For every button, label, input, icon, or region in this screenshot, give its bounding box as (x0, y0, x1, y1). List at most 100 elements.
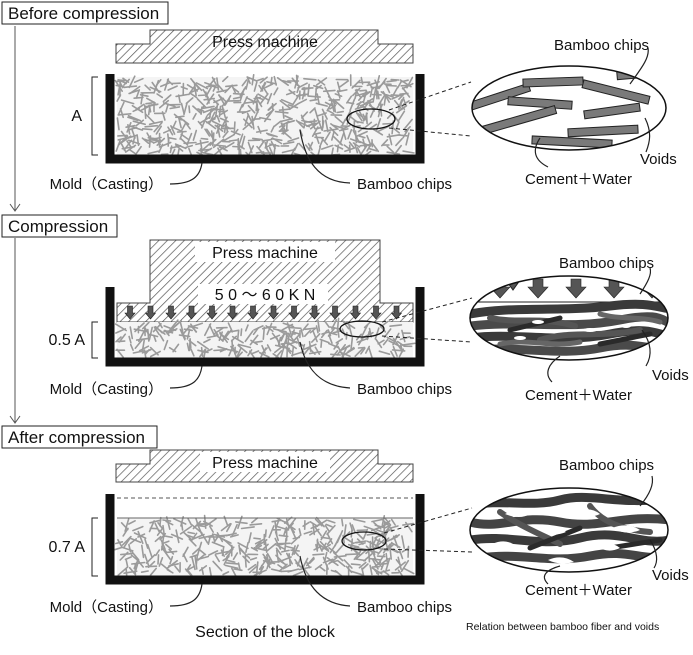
bamboo-chip (387, 81, 396, 82)
bamboo-chip (202, 348, 203, 357)
bamboo-chip (281, 571, 291, 572)
chips-label: Bamboo chips (357, 599, 452, 616)
height-bracket (92, 77, 98, 155)
bamboo-chip (252, 119, 260, 120)
bamboo-chip (201, 139, 207, 140)
relation-caption: Relation between bamboo fiber and voids (466, 621, 659, 633)
mold-leader (170, 366, 202, 388)
bamboo-chip (199, 149, 210, 150)
detail-chips-label: Bamboo chips (559, 255, 654, 272)
bamboo-chip (359, 348, 365, 349)
chips-label: Bamboo chips (357, 176, 452, 193)
height-bracket (92, 518, 98, 576)
bamboo-chip (321, 341, 322, 348)
bamboo-chip (233, 147, 242, 148)
bamboo-chip (149, 140, 162, 141)
height-label: A (71, 108, 82, 125)
mold-label: Mold（Casting） (50, 176, 163, 193)
bamboo-chip (245, 556, 246, 567)
detail-before: Bamboo chips Voids Cement＋Water (461, 37, 676, 188)
bamboo-chip (250, 524, 261, 525)
bamboo-chip (356, 131, 357, 143)
bamboo-chip (289, 328, 301, 329)
bamboo-chip (304, 79, 316, 80)
bamboo-chip (293, 538, 299, 539)
stage-compression: Compression Press machine 5 0 ～ 6 0 K N … (2, 215, 689, 404)
bamboo-chip (292, 347, 293, 356)
bamboo-chip (280, 109, 291, 110)
bamboo-chip (337, 112, 343, 113)
detail-chips-label: Bamboo chips (559, 457, 654, 474)
bamboo-chip (346, 333, 347, 339)
mold-leader (170, 584, 202, 606)
bamboo-chip (176, 116, 184, 117)
bamboo-chip (118, 114, 131, 115)
bamboo-chip (241, 329, 242, 335)
bamboo-chip (313, 554, 324, 555)
press-machine-label: Press machine (212, 455, 318, 472)
bamboo-chip (367, 113, 368, 123)
detail-chips-label: Bamboo chips (554, 37, 649, 54)
bamboo-chip (305, 328, 315, 329)
bamboo-chip (308, 84, 309, 95)
mold-leader (170, 163, 202, 184)
detail-voids-label: Voids (652, 567, 689, 584)
bamboo-chip (238, 331, 239, 339)
bamboo-chip (254, 538, 260, 539)
stage-title: Compression (8, 217, 108, 236)
bamboo-chip (388, 86, 397, 87)
bamboo-chip (146, 103, 152, 104)
bamboo-chip (199, 95, 207, 96)
press-machine-label: Press machine (212, 245, 318, 262)
detail-cement-label: Cement＋Water (525, 171, 632, 188)
bamboo-chip (121, 554, 133, 555)
bamboo-chip (352, 564, 361, 565)
bamboo-chip (190, 339, 191, 348)
bamboo-chip (227, 563, 238, 564)
height-label: 0.7 A (49, 539, 86, 556)
press-machine-label: Press machine (212, 34, 318, 51)
stage-title: Before compression (8, 4, 159, 23)
detail-compression: Bamboo chips Voids Cement＋Water (468, 255, 689, 404)
bamboo-chip (271, 78, 272, 84)
bamboo-chip (158, 555, 159, 564)
bamboo-chip (118, 135, 127, 136)
bamboo-chip (360, 90, 366, 91)
bamboo-chip (386, 554, 387, 562)
detail-voids-label: Voids (640, 151, 677, 168)
chips-label: Bamboo chips (357, 381, 452, 398)
bamboo-chip (214, 350, 225, 351)
bamboo-chip (266, 530, 267, 537)
bamboo-chip (234, 122, 235, 131)
bamboo-chip (342, 520, 343, 526)
force-label: 5 0 ～ 6 0 K N (215, 287, 316, 304)
bamboo-chip (283, 107, 284, 118)
bamboo-chip (146, 566, 157, 567)
stage-title: After compression (8, 428, 145, 447)
section-caption: Section of the block (195, 624, 336, 641)
bamboo-chip (230, 140, 238, 141)
height-label: 0.5 A (49, 332, 86, 349)
detail-after: Bamboo chips Voids Cement＋Water (470, 457, 689, 599)
bamboo-chip (310, 100, 317, 101)
bamboo-chip (178, 132, 186, 133)
bamboo-chip (145, 126, 157, 127)
bamboo-chip (324, 90, 335, 91)
height-bracket (92, 322, 98, 358)
bamboo-chip (143, 129, 152, 130)
bamboo-chip (291, 550, 299, 551)
detail-cement-label: Cement＋Water (525, 387, 632, 404)
bamboo-chip (213, 133, 214, 146)
bamboo-chip (302, 88, 310, 89)
bamboo-chip (189, 106, 190, 112)
detail-voids-label: Voids (652, 367, 689, 384)
detail-cement-label: Cement＋Water (525, 582, 632, 599)
stage-before: Before compression Press machine A Mold（… (2, 2, 677, 193)
mold-label: Mold（Casting） (50, 381, 163, 398)
bamboo-chip (118, 341, 125, 342)
bamboo-chip (255, 341, 262, 342)
bamboo-chip (346, 554, 359, 555)
mold-label: Mold（Casting） (50, 599, 163, 616)
